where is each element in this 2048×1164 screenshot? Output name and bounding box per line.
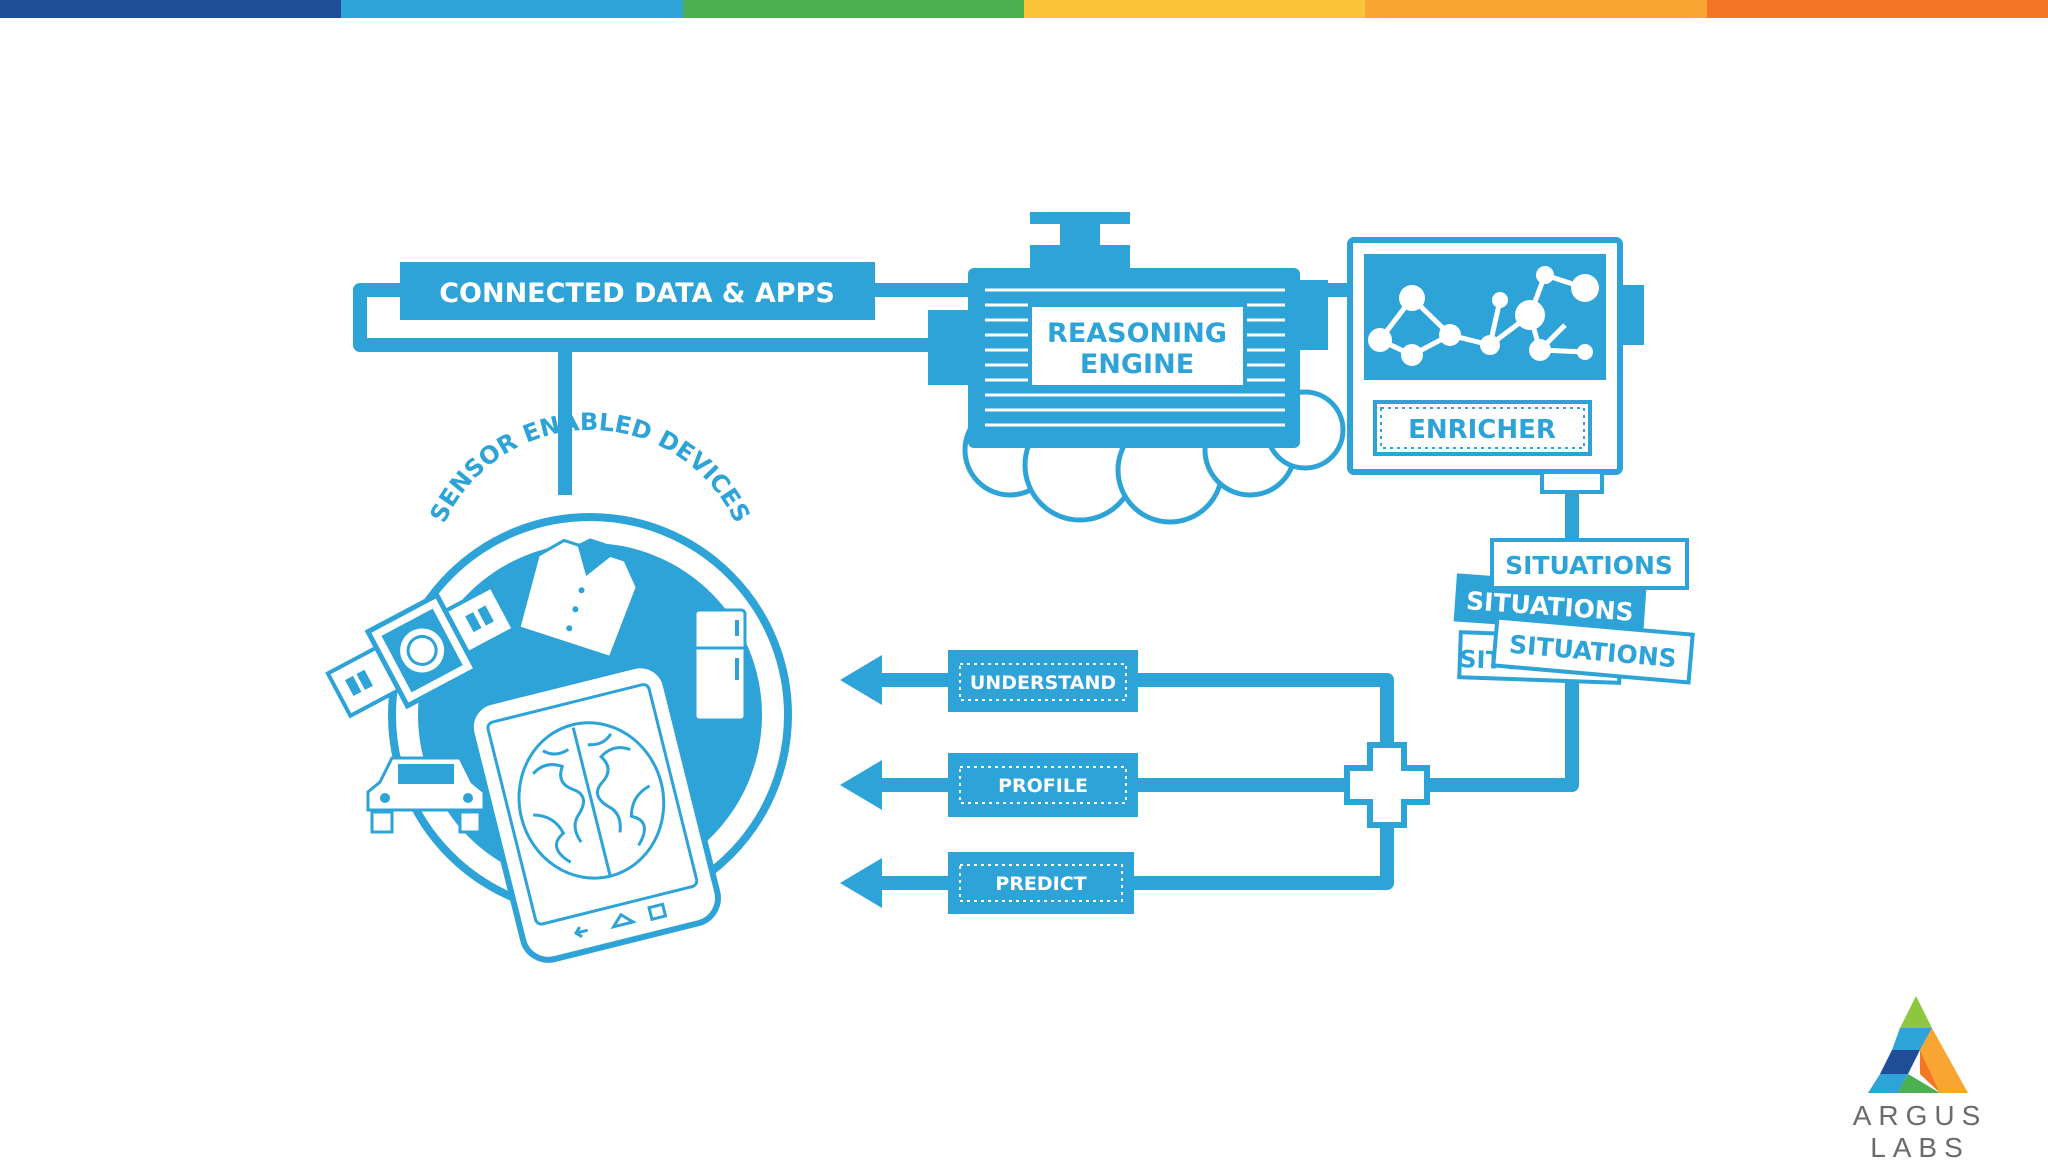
connected-data-apps-box: CONNECTED DATA & APPS — [400, 262, 875, 320]
smartphone-icon — [467, 662, 721, 963]
output-understand: UNDERSTAND — [840, 650, 1138, 712]
arrow-left-icon — [840, 655, 882, 705]
top-bar-segment — [1023, 0, 1366, 18]
top-bar-segment — [341, 0, 683, 18]
predict-label: PREDICT — [995, 873, 1086, 895]
hub-to-predict-pipe — [1130, 818, 1394, 890]
smart-shirt-icon — [517, 538, 639, 660]
arrow-left-icon — [840, 760, 882, 810]
output-profile: PROFILE — [840, 753, 1138, 817]
top-bar-segment — [682, 0, 1024, 18]
sensor-devices-label: SENSOR ENABLED DEVICES — [424, 408, 755, 527]
car-icon — [366, 756, 486, 834]
argus-logo-triangle-icon — [1868, 996, 1968, 1093]
top-color-bar — [0, 0, 2048, 18]
engine-label-line1: REASONING — [1047, 318, 1227, 349]
enricher-box: ENRICHER — [1347, 237, 1644, 494]
refrigerator-icon — [693, 608, 747, 722]
understand-label: UNDERSTAND — [970, 672, 1116, 694]
data-loop-pipe — [353, 283, 930, 352]
reasoning-engine: REASONING ENGINE — [928, 212, 1328, 448]
sensor-devices-group: SENSOR ENABLED DEVICES — [325, 408, 792, 963]
profile-label: PROFILE — [998, 775, 1088, 797]
engine-label-line2: ENGINE — [1080, 349, 1194, 380]
hub-to-understand-pipe — [1130, 673, 1394, 752]
output-predict: PREDICT — [840, 852, 1134, 914]
enricher-label: ENRICHER — [1408, 415, 1556, 445]
connected-data-apps-label: CONNECTED DATA & APPS — [439, 278, 835, 309]
top-bar-segment — [0, 0, 342, 18]
situations-label: SITUATIONS — [1505, 551, 1673, 580]
argus-labs-text: ARGUS LABS — [1852, 1100, 1988, 1163]
arrow-left-icon — [840, 858, 882, 908]
top-bar-segment — [1365, 0, 1707, 18]
junction-hub — [1344, 742, 1430, 828]
situations-stack: SITUATIONS SITUATIONS SITUATIONS SITUATI… — [1453, 538, 1695, 685]
smartwatch-icon — [325, 583, 517, 719]
top-bar-segment — [1706, 0, 2048, 18]
argus-labs-logo: ARGUS LABS — [1800, 990, 2040, 1163]
brain-icon — [517, 721, 666, 880]
